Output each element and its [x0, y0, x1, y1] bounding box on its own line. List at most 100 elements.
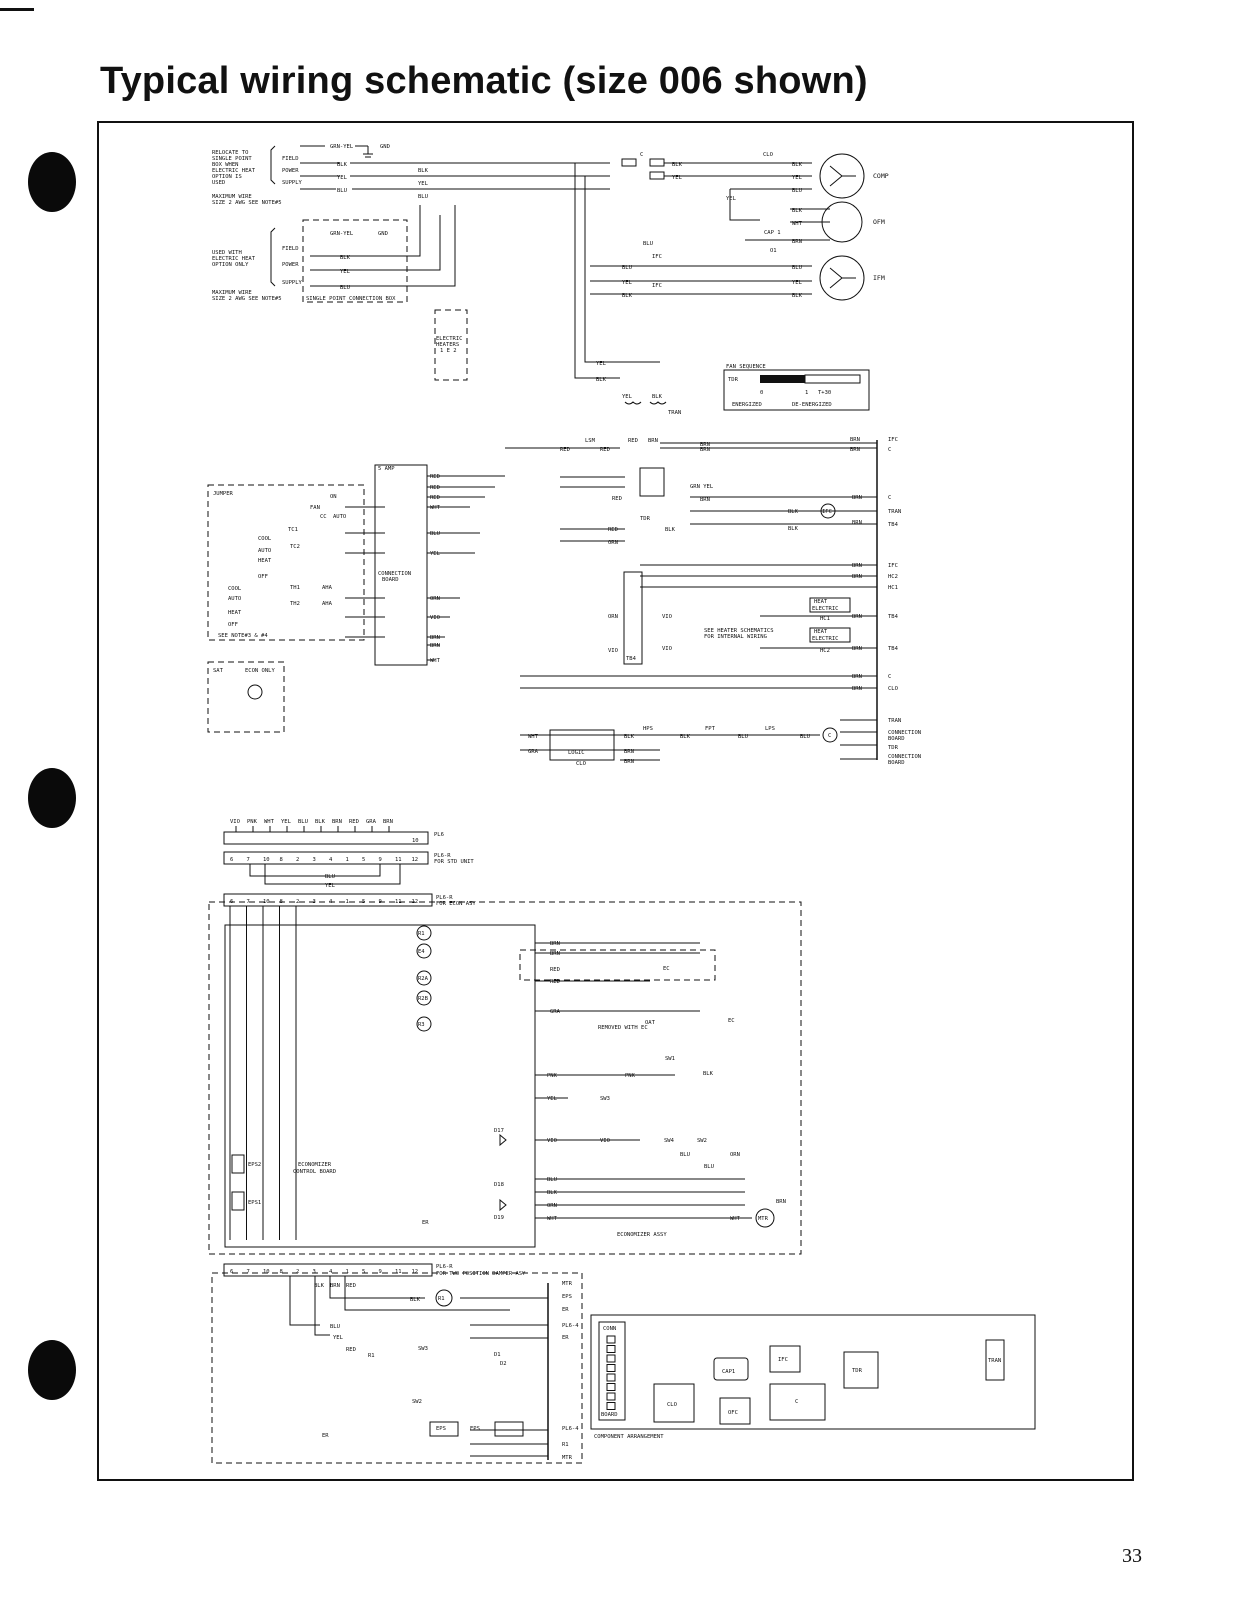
ofm-leads	[790, 208, 830, 241]
pin-number: 8	[280, 1269, 283, 1275]
diode-label: D19	[494, 1215, 504, 1221]
control-board-label: ECONOMIZER	[298, 1162, 332, 1168]
pl6r-label: FOR TWO POSITION DAMPER ASY	[436, 1271, 526, 1277]
wire-label: BRN	[852, 674, 862, 680]
cc-label: CC	[320, 514, 327, 520]
pin-number: 5	[362, 1269, 365, 1275]
tdr-label: TDR	[640, 516, 651, 522]
economizer-assy-frame	[208, 901, 802, 1255]
relay-coil	[416, 943, 432, 959]
wire-label: WHT	[547, 1216, 558, 1222]
fan-state: DE-ENERGIZED	[792, 402, 832, 408]
wire-label: BLK	[703, 1071, 714, 1077]
ifc-label: IFC	[652, 254, 662, 260]
pin-number: 2	[296, 1269, 299, 1275]
fan-sequence-title: FAN SEQUENCE	[726, 364, 766, 370]
tdr-leads	[560, 476, 625, 542]
wire-label: ORN	[730, 1152, 740, 1158]
right-bus: C TRAN TB4 IFC HC2 HC1 TB4 TB4 C CLO TRA…	[520, 440, 921, 766]
pin-number: 3	[313, 1269, 316, 1275]
clo-label: CLO	[763, 152, 773, 158]
wire-label: BLU	[792, 265, 802, 271]
wire-label: VIO	[430, 615, 440, 621]
ifc-label: IFC	[652, 283, 662, 289]
wire-label: GRN-YEL	[330, 144, 354, 150]
wire-label: BLK	[622, 293, 633, 299]
eps1-switch	[231, 1191, 245, 1211]
pin-number: 7	[247, 899, 250, 905]
th1-label: TH1	[290, 585, 300, 591]
component-arrangement-title: COMPONENT ARRANGEMENT	[594, 1434, 664, 1440]
comp-label: COMP	[873, 172, 889, 180]
pin-number: 4	[329, 857, 333, 863]
pl6r-label: FOR ECON ASY	[436, 901, 476, 907]
conn-terminal	[606, 1345, 616, 1353]
ofc-label: OFC	[728, 1410, 738, 1416]
wire-label: BLK	[410, 1297, 421, 1303]
wire-label: VIO	[662, 614, 672, 620]
pin-number: 9	[379, 857, 382, 863]
bus-label: IFC	[888, 563, 898, 569]
ifc-label: IFC	[888, 437, 898, 443]
wire-label: RED	[430, 495, 440, 501]
switch-label: SW2	[697, 1138, 707, 1144]
control-board-label: CONTROL BOARD	[293, 1169, 336, 1175]
damper-feed	[289, 1276, 510, 1336]
bus-label: TB4	[888, 614, 899, 620]
pin-number: 7	[247, 1269, 250, 1275]
safety-chain: LOGIC CLO WHT GRA BLK BRN BRN HPS FPT LP…	[520, 726, 838, 767]
page-title: Typical wiring schematic (size 006 shown…	[100, 60, 868, 102]
mtr-label: MTR	[758, 1216, 769, 1222]
wire-label: BRN	[852, 520, 862, 526]
wire-label: BLU	[325, 874, 335, 880]
relay-label: EPS	[436, 1426, 446, 1432]
ifc-coil-label: IFC	[822, 509, 832, 515]
wire-label: YEL	[792, 280, 803, 286]
lsm-label: LSM	[585, 438, 596, 444]
board-label: CONNECTION	[378, 571, 411, 577]
pl6-wire-label: PNK	[247, 819, 258, 825]
cap1-label: CAP 1	[764, 230, 781, 236]
wire-label: BLK	[418, 168, 429, 174]
clo-box	[549, 729, 615, 761]
relay-coil	[416, 925, 432, 941]
wire-label: WHT	[730, 1216, 741, 1222]
off-label: OFF	[228, 622, 238, 628]
relay-label: R1	[438, 1296, 445, 1302]
deenergized-bar	[804, 374, 861, 384]
heater-feed	[310, 205, 456, 287]
relay-label: R1	[368, 1353, 375, 1359]
wire-label: ORN	[430, 596, 440, 602]
clo-label: CLO	[576, 761, 586, 767]
wire-label: RED	[550, 979, 560, 985]
wire-label: BLK	[788, 526, 799, 532]
wire-label: BRN	[700, 447, 710, 453]
wire-label: GRA	[550, 1009, 561, 1015]
conn-terminals	[606, 1335, 616, 1410]
relay-label: EPS	[470, 1426, 480, 1432]
contactor-label: C	[640, 152, 643, 158]
wire-label: BRN	[550, 941, 560, 947]
damper-bus-label: PL6-4	[562, 1323, 579, 1329]
damper-bus-label: EPS	[562, 1294, 572, 1300]
pin-number: 10	[263, 1269, 270, 1275]
wire-label: RED	[430, 485, 440, 491]
pin-number: 10	[263, 899, 270, 905]
pl6-wire-label: WHT	[264, 819, 275, 825]
supply-label: SUPPLY	[282, 280, 303, 286]
conn-terminal	[606, 1392, 616, 1401]
page-number: 33	[1122, 1545, 1142, 1567]
supply-label: SUPPLY	[282, 180, 303, 186]
max-wire-note: SIZE 2 AWG SEE NOTE#5	[212, 200, 282, 206]
terminal	[649, 171, 665, 180]
bus-label: TRAN	[888, 718, 901, 724]
relay-contact-label: ER	[422, 1220, 429, 1226]
tran-label: TRAN	[668, 410, 681, 416]
wire-label: BLU	[800, 734, 810, 740]
wire-label: WHT	[430, 658, 441, 664]
wire-label: BRN	[330, 1283, 340, 1289]
